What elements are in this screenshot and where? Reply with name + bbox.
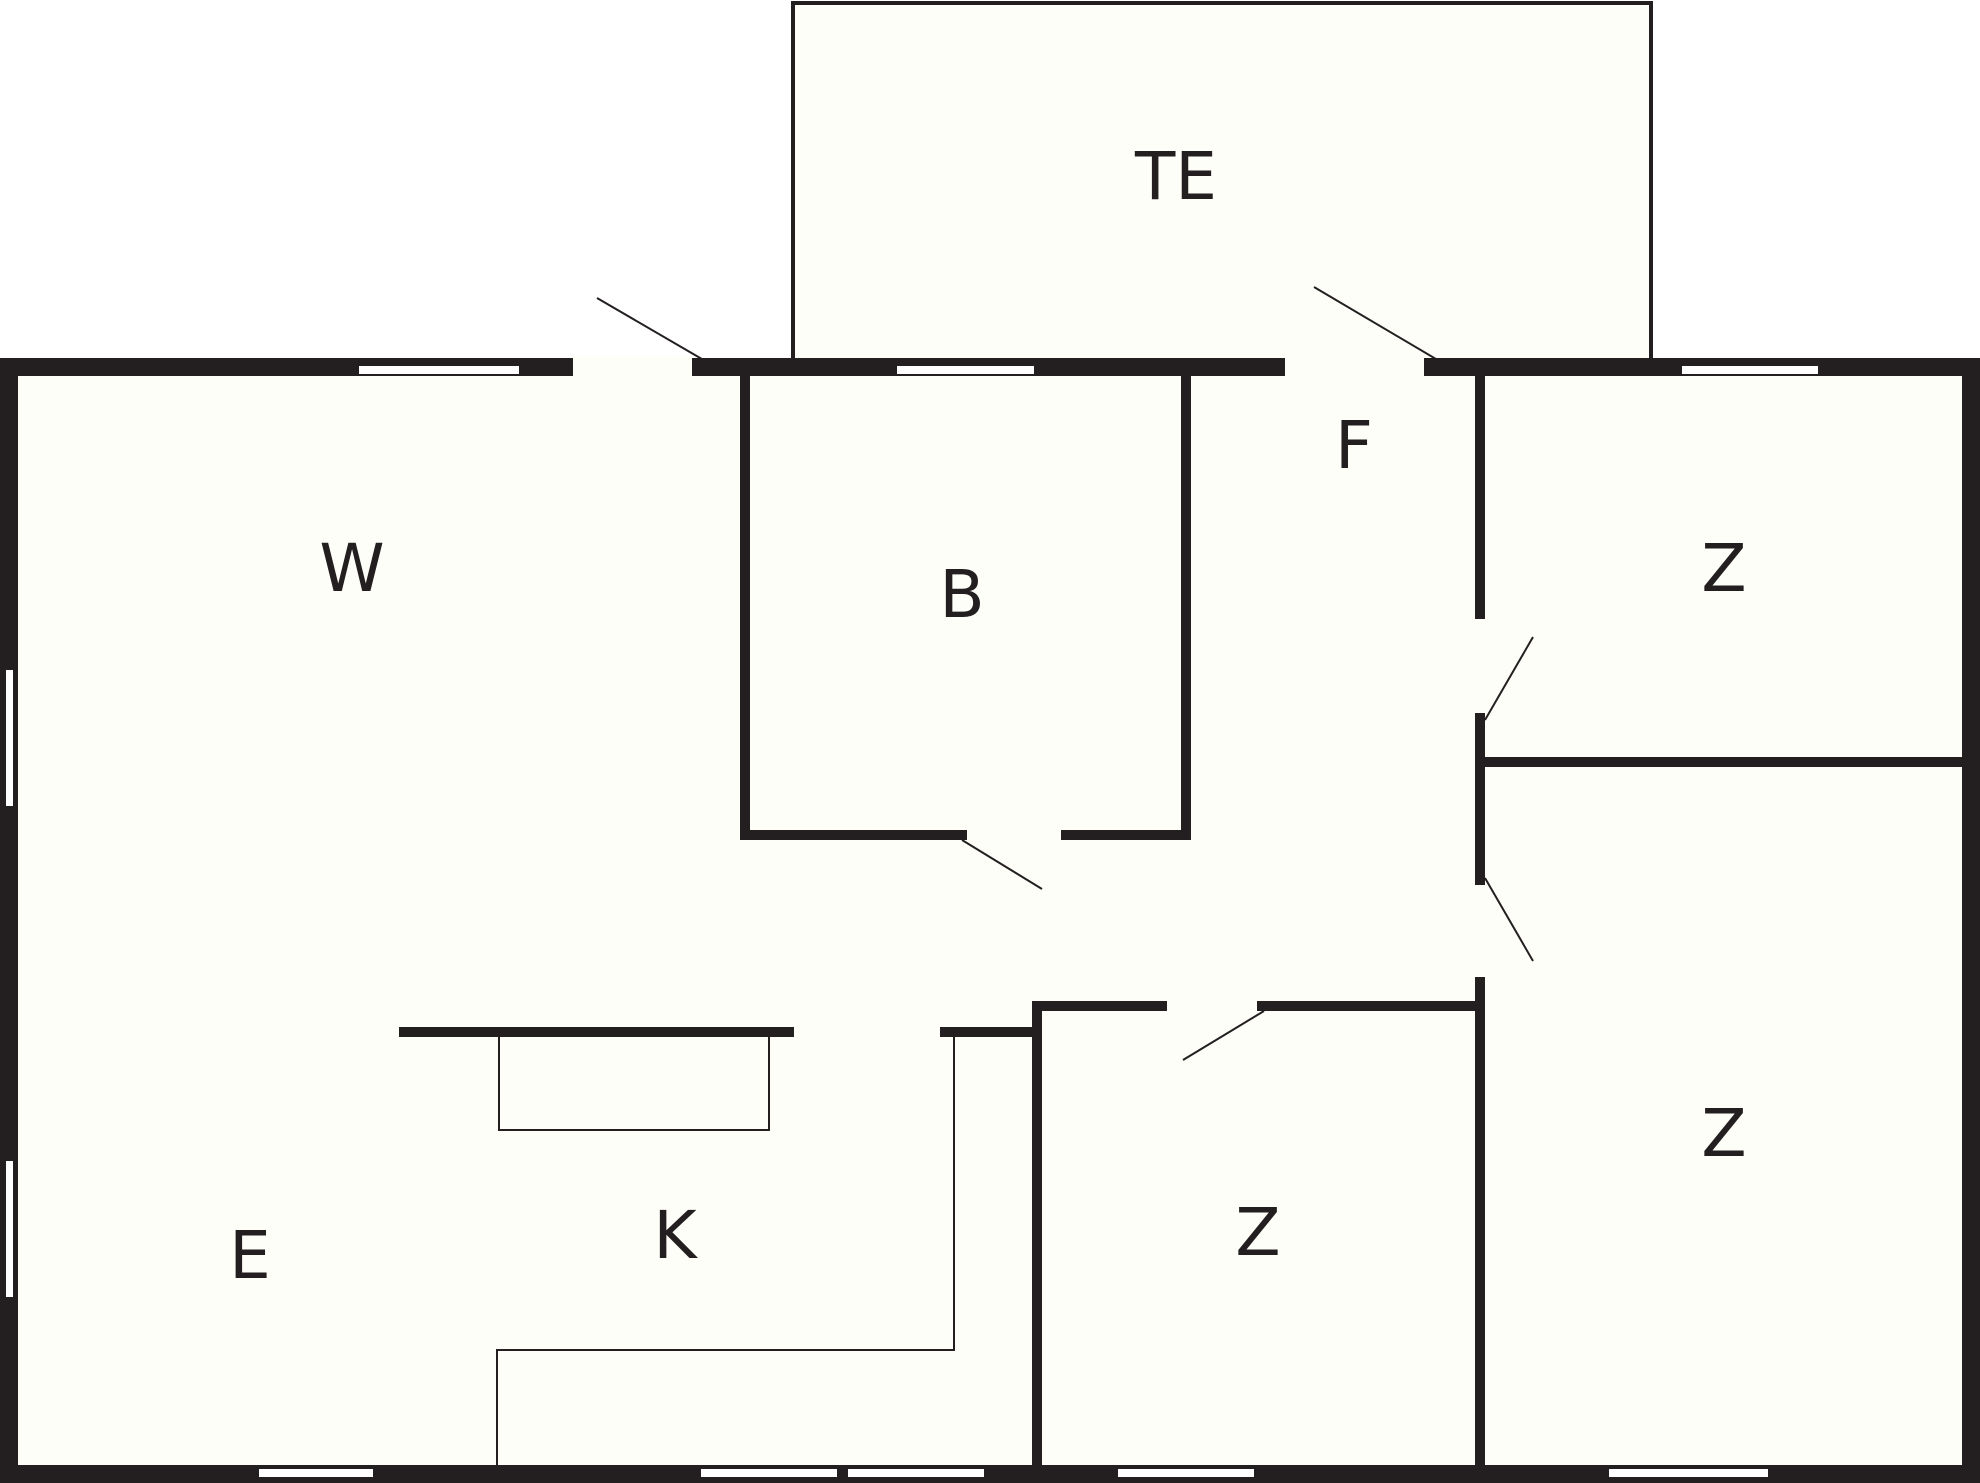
room-label-bath: B bbox=[939, 556, 984, 633]
window-bottom-bedroom-center bbox=[1118, 1469, 1254, 1477]
window-bottom-kitchen-a bbox=[701, 1469, 837, 1477]
kitchen-island bbox=[498, 1035, 770, 1131]
door-swing-entrance bbox=[596, 297, 708, 363]
window-top-bath bbox=[897, 366, 1034, 374]
room-label-hall: F bbox=[1335, 407, 1373, 484]
room-labels: TE W B F Z Z Z E K bbox=[229, 138, 1746, 1294]
door-swing-terrace bbox=[1313, 286, 1442, 363]
room-label-bedroom-bottom-right: Z bbox=[1701, 1095, 1746, 1172]
room-label-living: W bbox=[319, 530, 384, 607]
window-bottom-dining bbox=[259, 1469, 373, 1477]
door-swing-bedroom-top bbox=[1484, 636, 1534, 721]
door-swing-bedroom-center bbox=[1182, 1010, 1265, 1061]
window-left-lower bbox=[6, 1161, 13, 1297]
window-left-upper bbox=[6, 670, 13, 806]
door-swing-bath bbox=[961, 839, 1043, 890]
fixtures bbox=[496, 1035, 955, 1470]
kitchen-counter bbox=[496, 1036, 955, 1470]
window-top-bedroom bbox=[1682, 366, 1818, 374]
room-label-bedroom-top-right: Z bbox=[1701, 530, 1746, 607]
windows bbox=[6, 366, 1818, 1477]
room-label-terrace: TE bbox=[1134, 138, 1217, 215]
window-bottom-bedroom-right bbox=[1609, 1469, 1768, 1477]
room-label-dining: E bbox=[229, 1217, 271, 1294]
door-swing-bedroom-right bbox=[1484, 877, 1534, 962]
room-label-kitchen: K bbox=[653, 1197, 698, 1274]
floor-area bbox=[9, 367, 1971, 1474]
room-label-bedroom-bottom-center: Z bbox=[1235, 1194, 1280, 1271]
window-bottom-kitchen-b bbox=[848, 1469, 984, 1477]
window-top-living bbox=[359, 366, 519, 374]
door-swings bbox=[596, 286, 1534, 1061]
terrace-area bbox=[793, 3, 1651, 366]
interior-walls bbox=[399, 370, 1967, 1471]
